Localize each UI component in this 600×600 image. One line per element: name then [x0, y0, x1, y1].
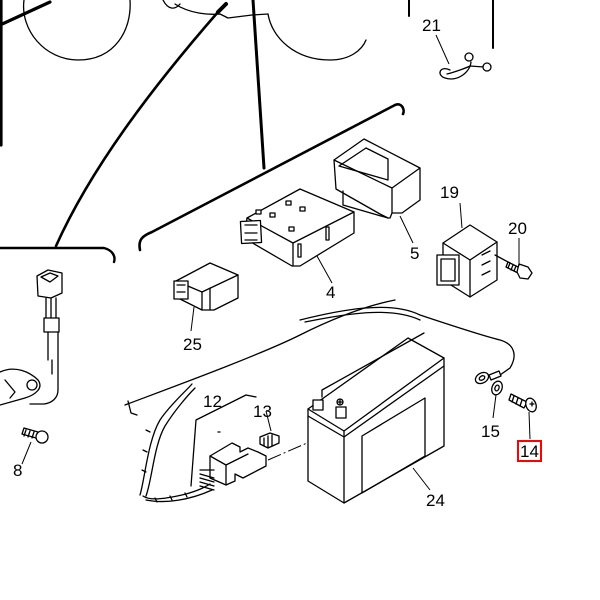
left-sensor-assembly	[0, 269, 63, 465]
part-14-bolt	[508, 393, 537, 440]
leader-lines-upper	[0, 0, 494, 264]
callout-21[interactable]: 21	[422, 16, 441, 35]
part-25-connector	[173, 262, 239, 332]
callout-15[interactable]: 15	[481, 422, 500, 441]
part-12-wire-harness	[124, 299, 515, 503]
part-19-relay	[436, 202, 498, 298]
callout-13[interactable]: 13	[253, 402, 272, 421]
part-24-battery	[307, 332, 445, 504]
part-21-cable-band	[435, 34, 492, 80]
callout-12[interactable]: 12	[203, 392, 222, 411]
callout-5[interactable]: 5	[410, 244, 420, 263]
callout-8[interactable]: 8	[13, 461, 23, 480]
callout-19[interactable]: 19	[440, 183, 459, 202]
callout-4[interactable]: 4	[326, 283, 336, 302]
callout-24[interactable]: 24	[426, 491, 445, 510]
part-20-bolt	[494, 238, 533, 280]
part-5-cover	[333, 138, 421, 244]
part-13-fuse	[259, 410, 280, 449]
part-4-relay-assembly	[239, 188, 355, 284]
callout-25[interactable]: 25	[183, 335, 202, 354]
callout-20[interactable]: 20	[508, 219, 527, 238]
part-15-washer	[474, 370, 503, 419]
upper-assembly-outline	[22, 0, 367, 61]
callout-14-highlighted[interactable]: 14	[517, 440, 542, 462]
